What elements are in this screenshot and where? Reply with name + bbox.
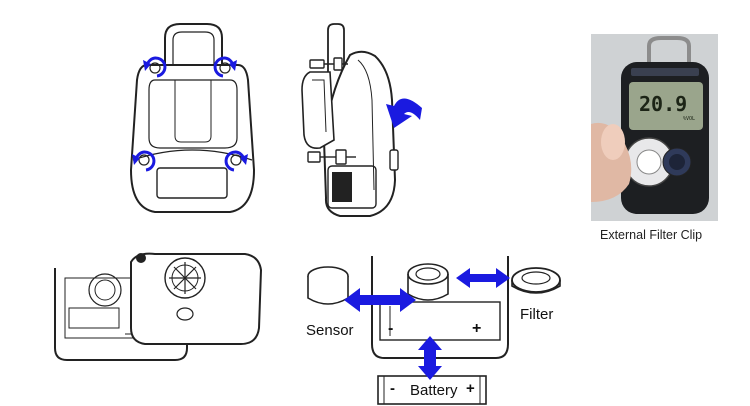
lcd-reading: 20.9	[639, 92, 688, 116]
lcd-unit: %VOL	[683, 116, 696, 122]
battery-plus-label: +	[466, 380, 475, 397]
exploded-view-panel: Sensor Filter - + - Battery +	[300, 248, 570, 406]
removal-direction-arrow	[386, 98, 422, 128]
sensor-double-arrow	[344, 288, 416, 312]
battery-label: Battery	[410, 382, 458, 399]
filter-label: Filter	[520, 306, 554, 323]
filter-part	[511, 267, 561, 294]
battery-double-arrow	[418, 336, 442, 380]
filter-double-arrow	[456, 268, 510, 288]
photo-caption: External Filter Clip	[600, 228, 703, 242]
screw-rotation-arrow-bottom-right	[224, 150, 248, 172]
device-side-panel	[290, 20, 430, 225]
screw-rotation-arrow-top-left	[143, 56, 167, 78]
sensor-part	[307, 266, 349, 305]
device-opened-panel	[45, 248, 270, 398]
screw-rotation-arrow-top-right	[213, 56, 237, 78]
polarity-minus-label: -	[388, 320, 394, 337]
battery-minus-label: -	[390, 380, 395, 397]
sensor-label: Sensor	[306, 322, 354, 339]
battery-part	[377, 375, 487, 405]
device-back-panel	[125, 20, 260, 225]
polarity-plus-label: +	[472, 320, 482, 337]
device-photo: 20.9 %VOL	[591, 34, 718, 221]
screw-rotation-arrow-bottom-left	[132, 150, 156, 172]
